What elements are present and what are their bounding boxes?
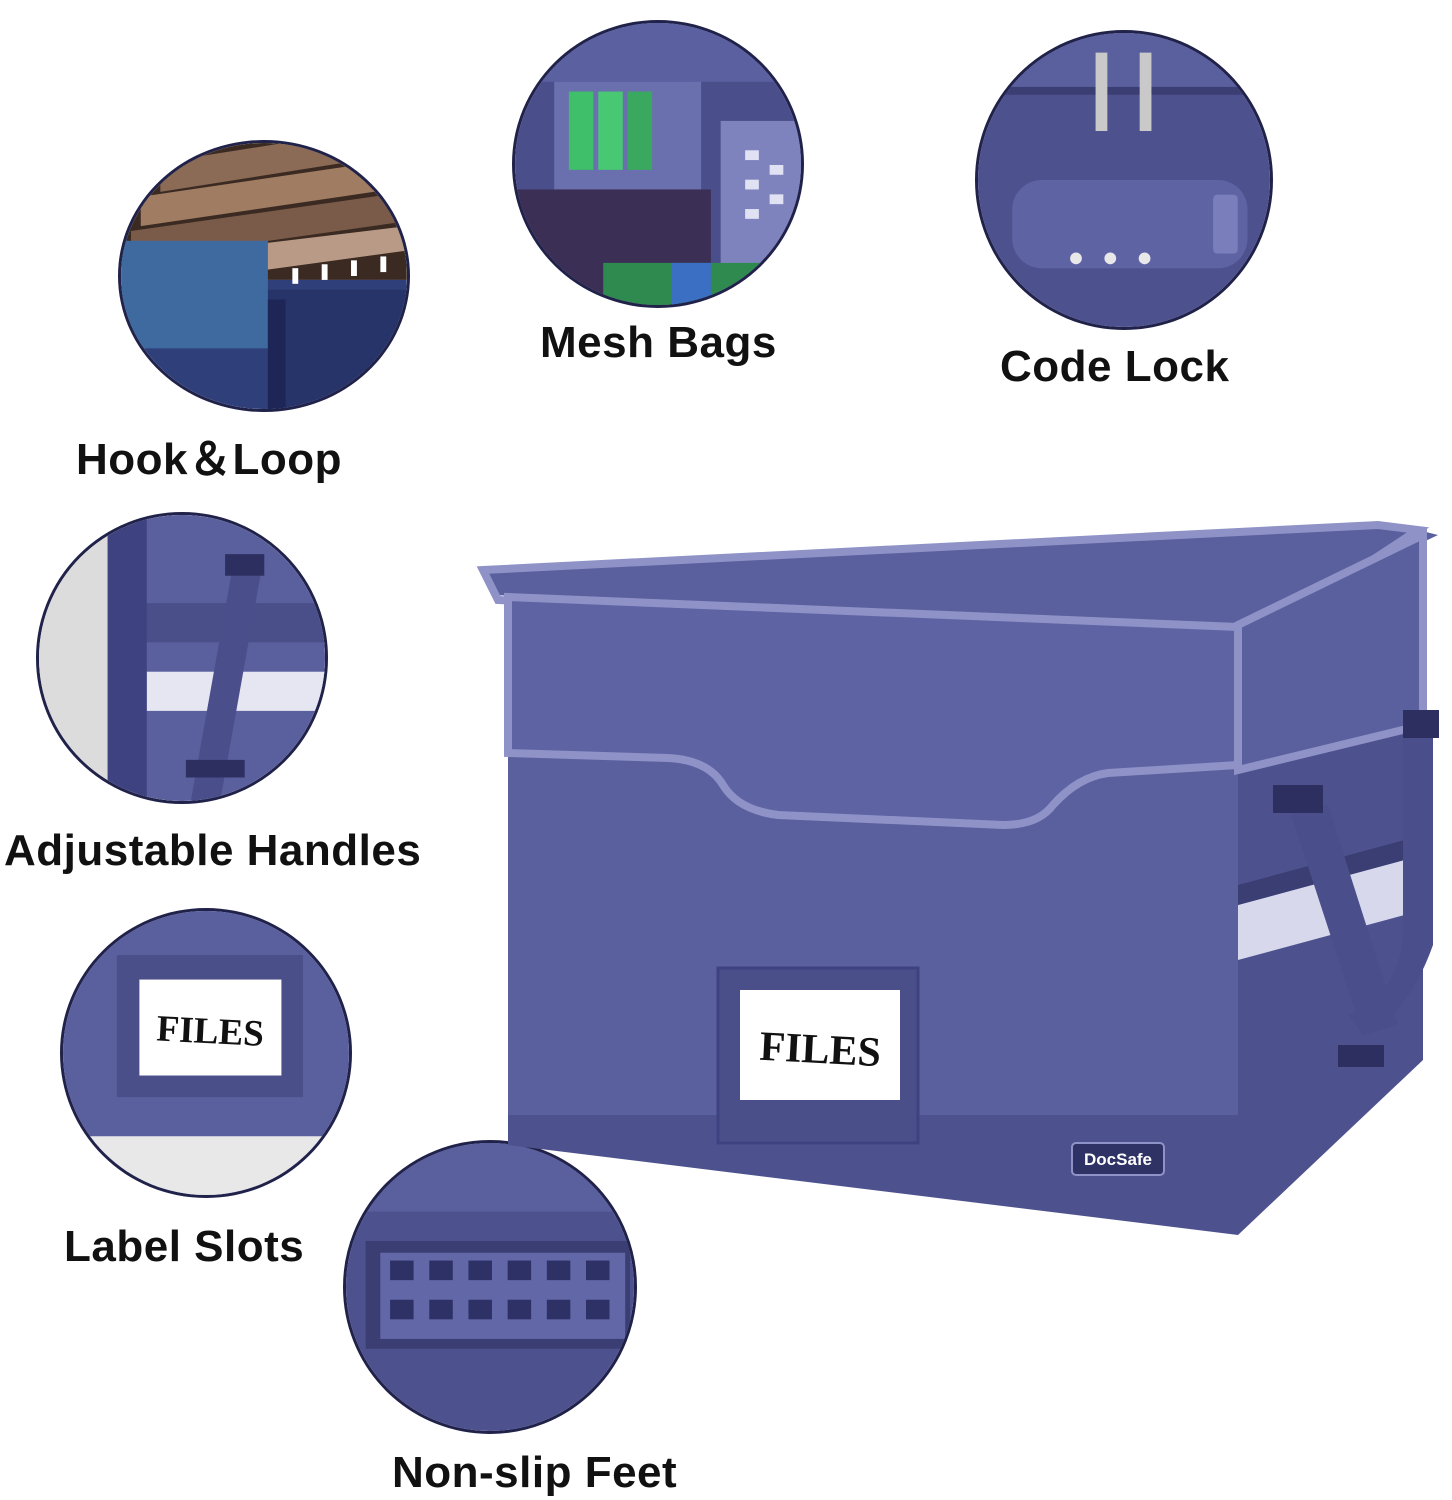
non-slip-feet-label: Non-slip Feet bbox=[392, 1448, 678, 1497]
adjustable-handles-label: Adjustable Handles bbox=[4, 826, 422, 875]
docsafe-brand-tag: DocSafe bbox=[1084, 1150, 1152, 1169]
non-slip-feet-closeup-circle bbox=[343, 1140, 637, 1434]
label-slot-files-text: FILES bbox=[155, 1008, 265, 1055]
product-files-label-text: FILES bbox=[758, 1024, 882, 1076]
mesh-pocket-closeup-icon bbox=[515, 23, 801, 305]
label-slots-closeup-circle: FILES bbox=[60, 908, 352, 1198]
strap-closeup-icon bbox=[39, 515, 325, 801]
combination-lock-closeup-icon bbox=[978, 33, 1270, 327]
hook-loop-closeup-icon bbox=[121, 143, 407, 409]
hook-loop-label: Hook＆Loop bbox=[76, 435, 343, 484]
file-organizer-box-illustration: FILES DocSafe bbox=[476, 520, 1439, 1235]
label-slots-label: Label Slots bbox=[64, 1222, 305, 1271]
mesh-bags-label: Mesh Bags bbox=[540, 318, 777, 367]
mesh-bags-closeup-circle bbox=[512, 20, 804, 308]
code-lock-closeup-circle bbox=[975, 30, 1273, 330]
label-slot-closeup-icon: FILES bbox=[63, 911, 349, 1195]
file-box-product-photo: FILES DocSafe bbox=[468, 515, 1452, 1235]
code-lock-label: Code Lock bbox=[1000, 342, 1230, 391]
hook-loop-closeup-circle bbox=[118, 140, 410, 412]
adjustable-handles-closeup-circle bbox=[36, 512, 328, 804]
